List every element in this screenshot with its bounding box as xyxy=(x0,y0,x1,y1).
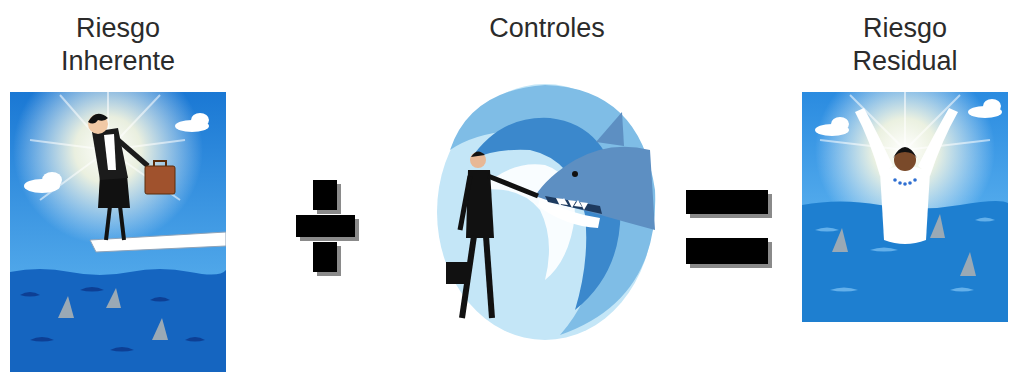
art-shape xyxy=(296,180,355,272)
art-shape xyxy=(831,117,849,131)
art-shape xyxy=(80,287,104,292)
art-shape xyxy=(908,181,912,185)
art-shape xyxy=(296,215,355,237)
art-shape xyxy=(20,287,205,352)
art-shape xyxy=(568,200,576,208)
art-shape xyxy=(880,166,930,244)
art-shape xyxy=(918,108,958,176)
art-shape xyxy=(905,140,990,150)
art-shape xyxy=(898,181,902,185)
art-shape xyxy=(152,318,168,340)
picture-panel: Riesgo Residual xyxy=(802,12,1008,322)
shark xyxy=(535,112,655,230)
art-shape xyxy=(560,198,568,205)
inherent-risk-picture xyxy=(10,92,226,372)
art-shape xyxy=(106,206,110,240)
art-shape xyxy=(686,190,768,264)
art-shape xyxy=(313,180,337,210)
art-shape xyxy=(556,198,588,210)
art-shape xyxy=(58,288,168,340)
picture-panel: Riesgo Inherente xyxy=(10,12,226,372)
art-shape xyxy=(460,176,470,230)
art-shape xyxy=(90,232,226,252)
art-shape xyxy=(904,92,906,150)
woman-figure xyxy=(88,114,175,240)
art-shape xyxy=(10,269,226,372)
art-shape xyxy=(471,151,485,157)
art-shape xyxy=(185,337,205,342)
art-shape xyxy=(30,337,54,342)
art-shape xyxy=(42,172,62,188)
art-shape xyxy=(154,161,166,166)
art-shape xyxy=(903,182,907,186)
art-shape xyxy=(145,166,175,194)
art-shape xyxy=(150,297,170,302)
art-shape xyxy=(446,262,468,284)
residual-risk-picture xyxy=(802,92,1008,322)
art-shape xyxy=(13,92,203,245)
art-shape xyxy=(686,190,768,214)
art-shape xyxy=(815,99,1002,136)
art-shape xyxy=(88,114,108,134)
art-shape xyxy=(820,92,990,150)
art-shape xyxy=(870,248,898,252)
art-shape xyxy=(98,175,130,208)
art-shape xyxy=(893,178,897,182)
art-shape xyxy=(191,113,209,127)
divide-symbol xyxy=(296,180,359,276)
panel-heading: Riesgo Residual xyxy=(835,12,975,78)
art-shape xyxy=(893,147,917,158)
art-shape xyxy=(106,288,121,308)
art-shape xyxy=(572,171,578,177)
art-shape xyxy=(950,288,974,292)
art-shape xyxy=(545,196,602,214)
art-shape xyxy=(686,238,768,264)
art-shape xyxy=(960,252,976,276)
art-shape xyxy=(488,176,538,196)
art-shape xyxy=(450,85,655,335)
art-shape xyxy=(596,112,624,146)
art-shape xyxy=(930,214,945,238)
picture-panel: Controles xyxy=(437,12,657,342)
art-shape xyxy=(855,108,893,176)
art-shape xyxy=(20,292,40,297)
art-shape xyxy=(913,178,917,182)
art-shape xyxy=(815,228,839,232)
art-shape xyxy=(88,114,108,124)
art-shape xyxy=(470,152,486,168)
art-shape xyxy=(104,134,116,170)
controls-picture xyxy=(437,84,655,340)
art-shape xyxy=(830,288,858,292)
businessman xyxy=(446,151,538,318)
art-shape xyxy=(486,236,492,318)
art-shape xyxy=(120,206,124,240)
art-shape xyxy=(983,99,1001,113)
art-shape xyxy=(313,242,337,272)
panel-heading: Controles xyxy=(457,12,637,45)
panel-heading: Riesgo Inherente xyxy=(48,12,188,78)
person-figure xyxy=(855,108,958,244)
art-shape xyxy=(893,178,917,186)
art-shape xyxy=(92,128,128,180)
art-shape xyxy=(110,347,134,352)
art-shape xyxy=(820,140,905,150)
art-shape xyxy=(832,228,848,252)
art-shape xyxy=(118,140,148,166)
art-shape xyxy=(58,296,74,318)
equals-symbol xyxy=(686,190,772,268)
art-shape xyxy=(574,200,582,207)
art-shape xyxy=(535,147,655,230)
art-shape xyxy=(975,218,995,222)
